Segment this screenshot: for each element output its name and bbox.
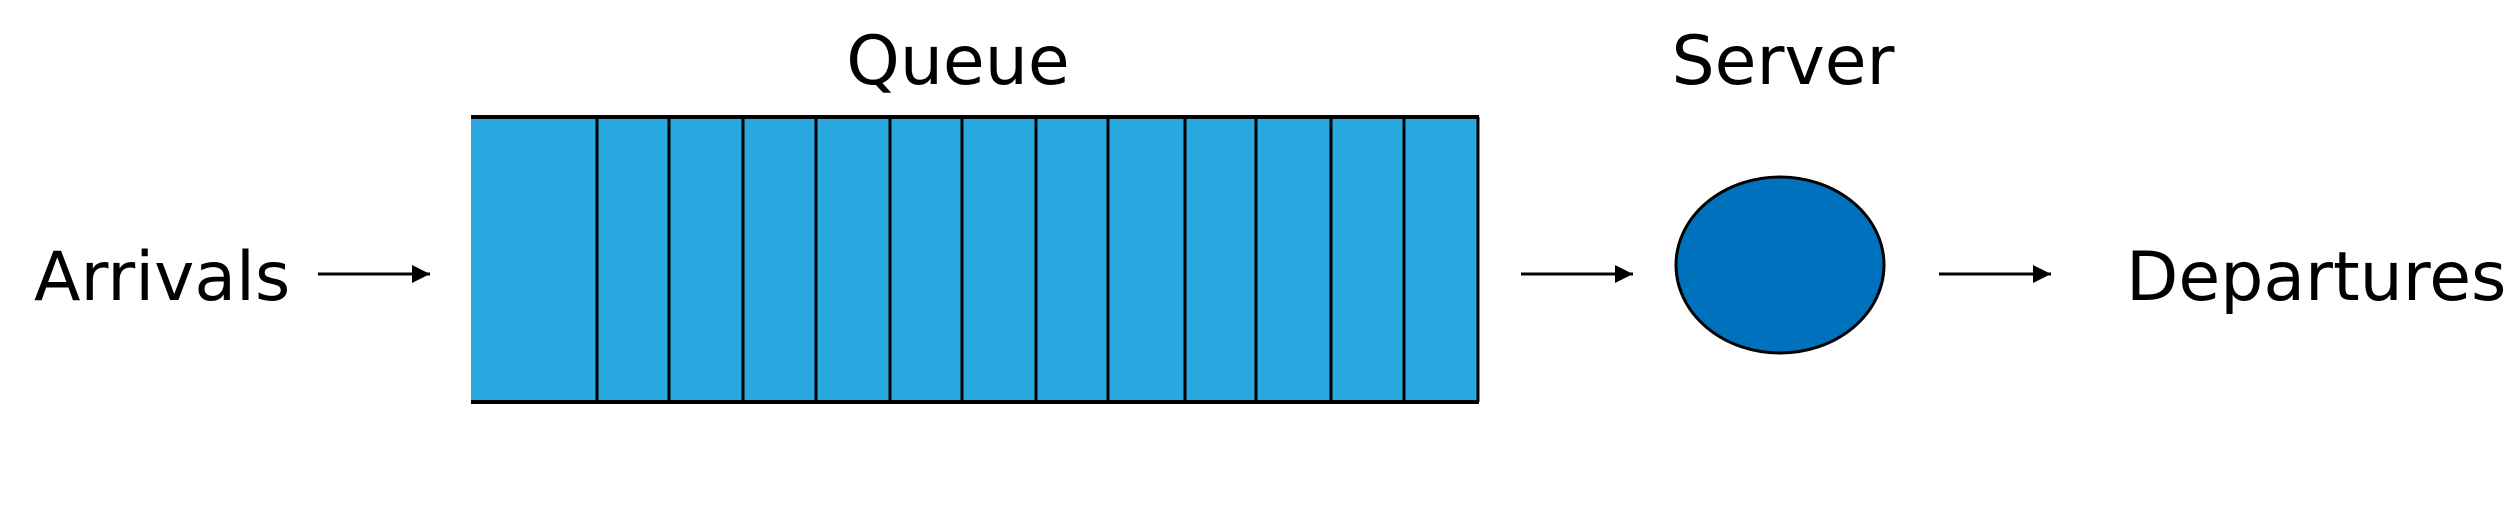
server-label: Server — [1672, 22, 1895, 101]
server-node — [1674, 175, 1886, 355]
queue-block — [471, 115, 1480, 404]
queue-slot-dividers — [595, 117, 1480, 402]
queue-body — [471, 117, 1479, 402]
arrivals-label: Arrivals — [34, 238, 290, 317]
departures-label: Departures — [2126, 238, 2506, 317]
queue-label: Queue — [846, 22, 1069, 101]
